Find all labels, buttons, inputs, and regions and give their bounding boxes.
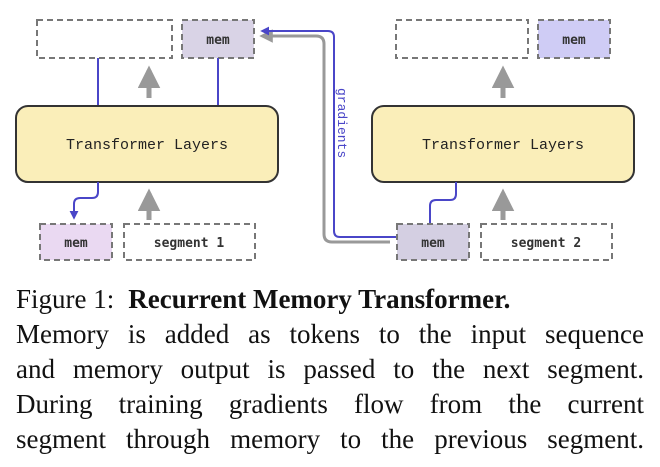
right-segment-box xyxy=(480,223,613,261)
gradients-label: gradients xyxy=(334,88,349,158)
memory-flow-arrow xyxy=(260,26,400,238)
left-segment-label: segment 1 xyxy=(154,236,225,251)
caption-line: segment through memory to the previous s… xyxy=(16,424,644,454)
right-input-mem-box xyxy=(396,223,470,261)
figure-title: Recurrent Memory Transformer. xyxy=(128,284,511,314)
left-input-mem-label: mem xyxy=(64,236,88,251)
figure-caption: Figure 1: Recurrent Memory Transformer. M… xyxy=(16,282,644,457)
figure-label: Figure 1: xyxy=(16,284,115,314)
right-output-mem-box xyxy=(537,19,611,59)
left-mem-output-arrow xyxy=(69,182,99,220)
left-output-mem-label: mem xyxy=(206,33,230,48)
rmt-diagram: gradients mem Transformer Layers mem seg… xyxy=(15,19,635,261)
right-input-mem-label: mem xyxy=(421,236,445,251)
right-segment-label: segment 2 xyxy=(511,236,581,251)
gradient-flow-arrow xyxy=(259,29,390,244)
left-input-mem-box xyxy=(39,223,113,261)
right-mem-to-layers-line xyxy=(429,182,457,224)
caption-line: Memory is added as tokens to the input s… xyxy=(16,319,644,349)
right-transformer-layers xyxy=(371,105,635,183)
left-transformer-layers-label: Transformer Layers xyxy=(66,137,228,154)
caption-heading-line: Figure 1: Recurrent Memory Transformer. xyxy=(16,282,644,317)
left-output-box xyxy=(36,19,173,59)
left-transformer-layers xyxy=(15,105,279,183)
right-output-box xyxy=(395,19,529,59)
caption-line: During training gradients flow from the … xyxy=(16,389,644,419)
caption-line: and memory output is passed to the next … xyxy=(16,354,644,384)
left-segment-box xyxy=(123,223,256,261)
right-transformer-layers-label: Transformer Layers xyxy=(422,137,584,154)
right-output-mem-label: mem xyxy=(562,33,586,48)
